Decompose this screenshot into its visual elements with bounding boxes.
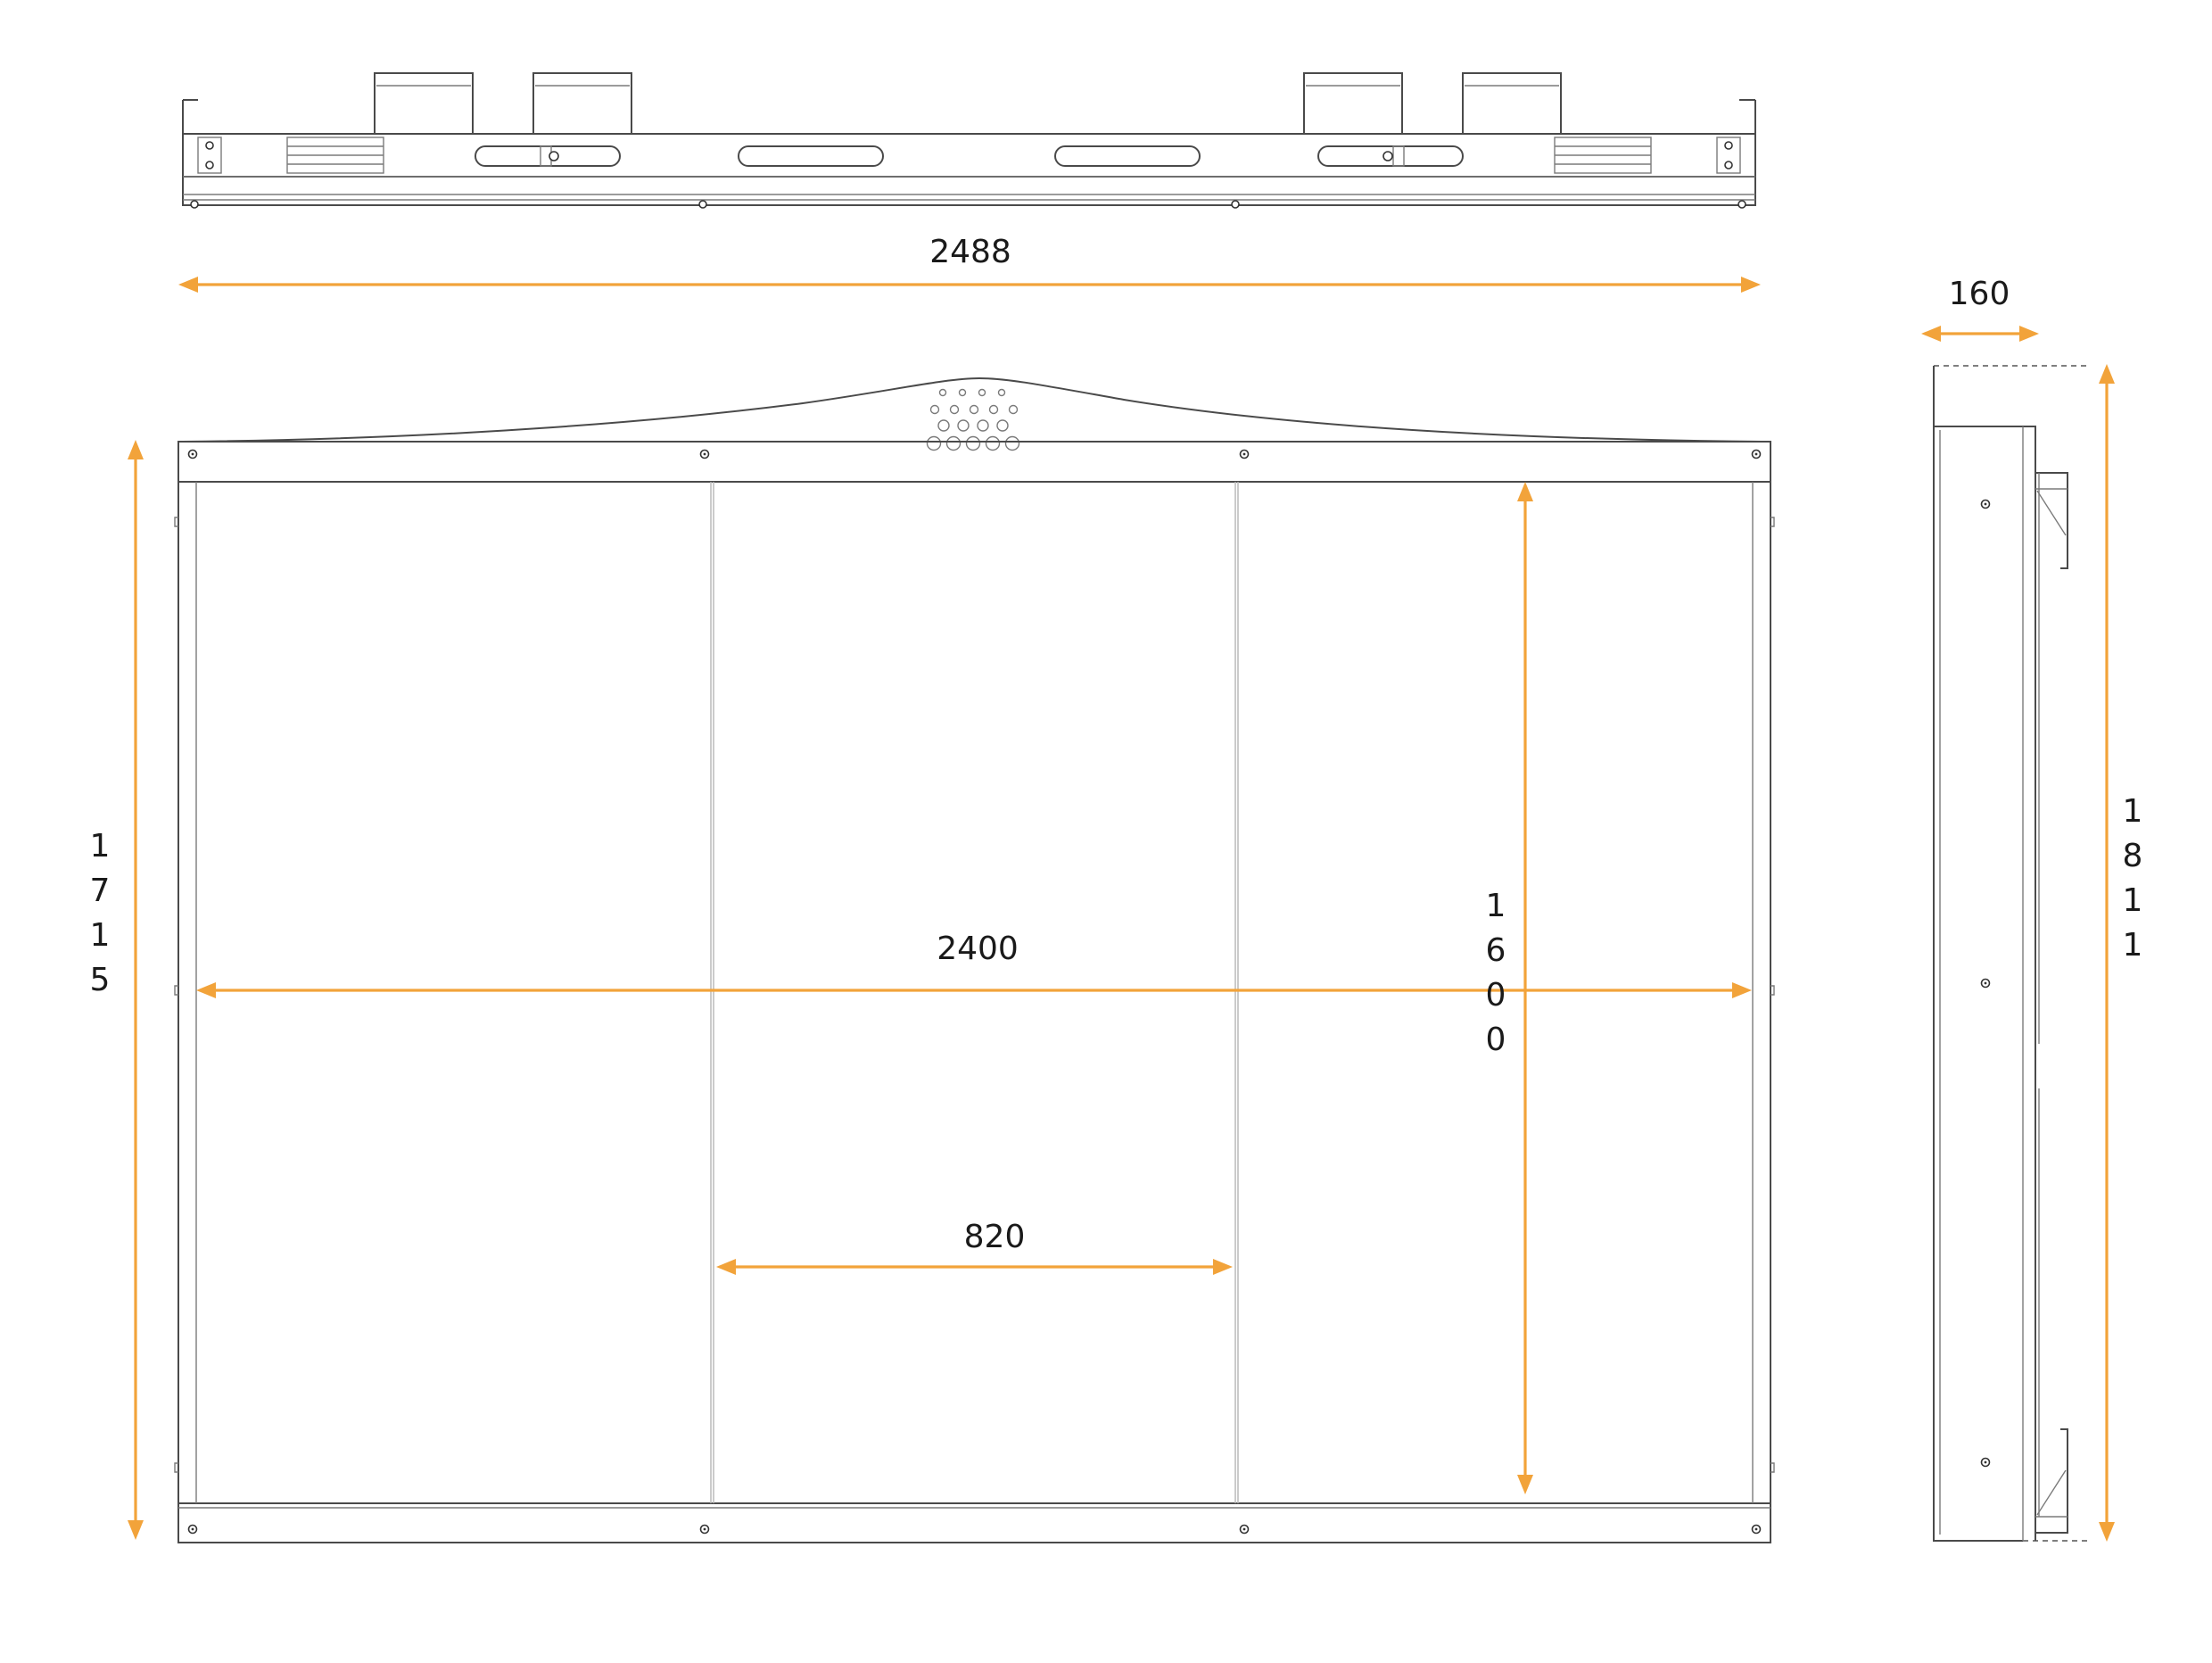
front-view-screws	[187, 449, 1762, 1535]
front-view	[174, 376, 1775, 1543]
label-inner-width: 2400	[937, 931, 1019, 967]
front-view-frame	[174, 441, 1775, 1543]
top-view-body	[182, 99, 1756, 209]
label-top-width: 2488	[929, 234, 1011, 270]
dimension-top-width: 2488	[178, 234, 1761, 293]
top-view-brackets	[374, 72, 1562, 134]
dimension-inner-width: 2400	[196, 931, 1752, 998]
label-depth: 160	[1949, 276, 2010, 312]
dimension-panel-width: 820	[716, 1219, 1233, 1275]
top-view	[182, 72, 1756, 209]
vent-holes	[926, 388, 1020, 451]
dimension-depth: 160	[1921, 276, 2039, 342]
label-panel-width: 820	[964, 1219, 1026, 1255]
front-view-arch	[182, 376, 1762, 443]
side-view	[1933, 365, 2087, 1542]
